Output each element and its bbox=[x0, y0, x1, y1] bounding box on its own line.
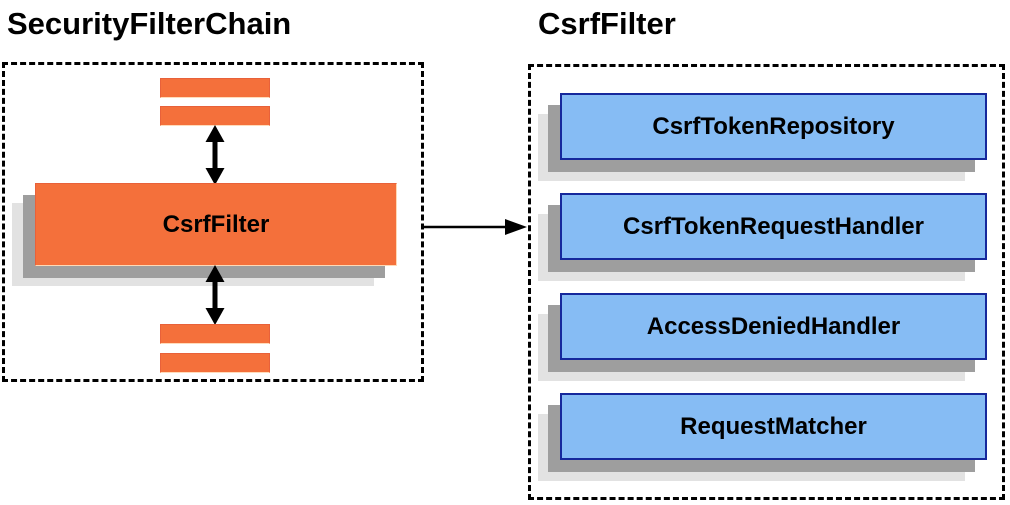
component-label: CsrfTokenRepository bbox=[652, 112, 895, 140]
csrf-filter-dependencies-container bbox=[528, 64, 1005, 500]
security-filter-chain-container bbox=[2, 62, 424, 382]
component-box-access-denied-handler: AccessDeniedHandler bbox=[560, 293, 987, 360]
component-label: AccessDeniedHandler bbox=[646, 312, 901, 340]
flow-arrow-icon bbox=[424, 219, 527, 235]
component-box-request-matcher: RequestMatcher bbox=[560, 393, 987, 460]
filter-placeholder-bar bbox=[160, 78, 270, 98]
csrf-filter-box: CsrfFilter bbox=[35, 183, 397, 266]
right-panel-title: CsrfFilter bbox=[538, 6, 676, 41]
up-down-arrow-icon bbox=[205, 125, 225, 185]
up-down-arrow-icon bbox=[205, 265, 225, 325]
component-label: CsrfTokenRequestHandler bbox=[623, 212, 924, 240]
csrf-filter-box-label: CsrfFilter bbox=[162, 210, 270, 238]
filter-placeholder-bar bbox=[160, 324, 270, 344]
component-box-csrf-token-request-handler: CsrfTokenRequestHandler bbox=[560, 193, 987, 260]
filter-placeholder-bar bbox=[160, 106, 270, 126]
component-box-csrf-token-repository: CsrfTokenRepository bbox=[560, 93, 987, 160]
filter-placeholder-bar bbox=[160, 353, 270, 373]
left-panel-title: SecurityFilterChain bbox=[7, 6, 292, 41]
component-label: RequestMatcher bbox=[680, 412, 867, 440]
